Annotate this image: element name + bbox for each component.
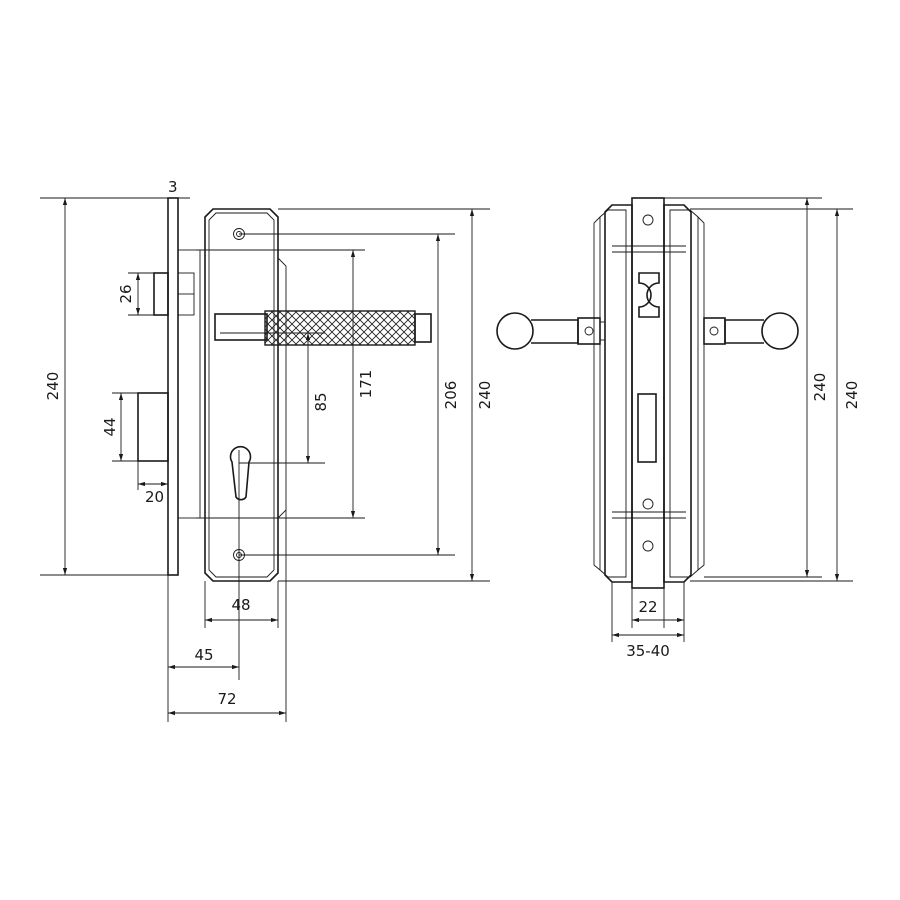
side-dimensions — [612, 198, 840, 638]
dim-deadbolt-height: 44 — [101, 417, 119, 436]
front-dimensions — [62, 197, 475, 716]
deadbolt-slot — [637, 393, 657, 463]
dim-plate-inner: 171 — [357, 370, 375, 399]
dim-handle-to-key: 85 — [312, 392, 330, 411]
latch-slot — [638, 272, 660, 318]
dim-latch-height: 26 — [117, 284, 135, 303]
faceplate-screw-top — [642, 214, 654, 226]
latch-bolt — [153, 272, 195, 316]
dim-plate-width: 48 — [231, 596, 250, 614]
dim-door-thickness: 35-40 — [626, 642, 670, 660]
dead-bolt — [137, 392, 169, 462]
mortise-faceplate — [167, 197, 179, 576]
side-faceplate — [631, 197, 665, 589]
right-escutcheon — [663, 204, 692, 583]
left-escutcheon — [604, 204, 633, 583]
dim-total-height-left: 240 — [44, 372, 62, 401]
left-handle — [496, 312, 606, 350]
mortise-body — [177, 249, 201, 519]
dim-plate-height: 240 — [476, 381, 494, 410]
dim-side-height-b: 240 — [843, 381, 861, 410]
escutcheon-plate — [204, 208, 279, 582]
faceplate-screw-mid — [642, 498, 654, 510]
front-dimension-labels: 3 26 240 44 20 85 171 206 240 48 45 72 — [44, 178, 494, 708]
knurled-grip — [264, 310, 416, 346]
side-view — [496, 197, 853, 642]
keyhole — [229, 446, 252, 501]
right-handle — [703, 312, 799, 350]
dim-screw-spacing: 206 — [442, 381, 460, 410]
dim-mortise-width: 22 — [638, 598, 657, 616]
dim-overall-width: 72 — [217, 690, 236, 708]
front-view — [40, 197, 490, 722]
faceplate-screw-bottom — [642, 540, 654, 552]
lever-handle — [214, 310, 432, 346]
dim-bolt-offset: 3 — [168, 178, 178, 196]
dim-backset: 45 — [194, 646, 213, 664]
dim-side-height-a: 240 — [811, 373, 829, 402]
dim-deadbolt-projection: 20 — [145, 488, 164, 506]
side-dimension-labels: 240 240 22 35-40 — [626, 373, 861, 660]
